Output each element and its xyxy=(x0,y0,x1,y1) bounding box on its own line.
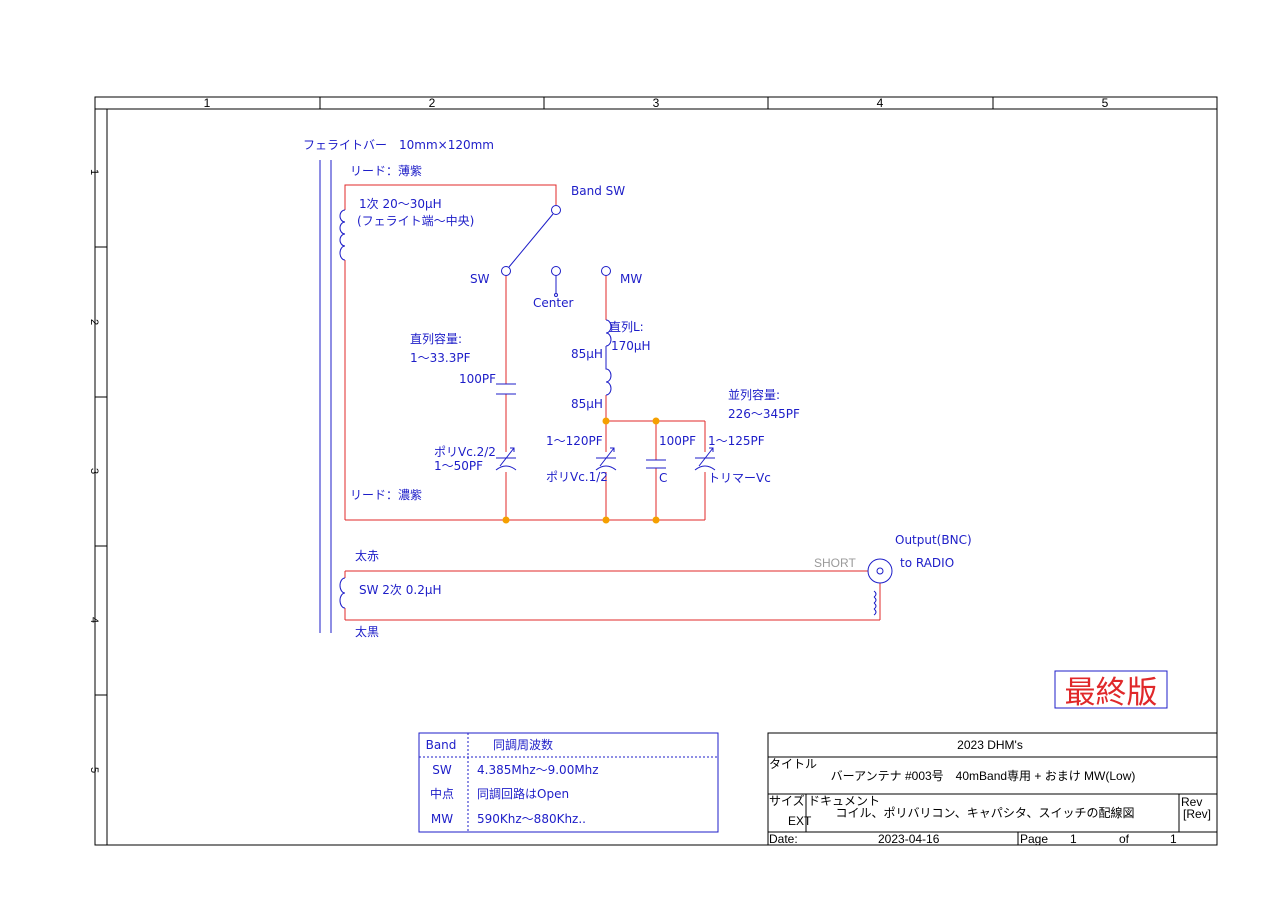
capacitor-100pf-label: 100PF xyxy=(459,372,496,386)
bnc-connector xyxy=(867,558,893,616)
lead-light-purple-label: リード：薄紫 xyxy=(350,163,422,178)
rev-value: [Rev] xyxy=(1183,807,1211,821)
lead-dark-purple-label: リード：濃紫 xyxy=(350,488,422,502)
polyvc-2-2-label: ポリVc.2/2 xyxy=(434,445,496,459)
size-label: サイズ xyxy=(769,793,805,808)
table-cell-frequency: 4.385Mhz～9.00Mhz xyxy=(477,763,599,777)
rev-label: Rev xyxy=(1181,795,1202,809)
center-terminal-label: Center xyxy=(533,296,573,310)
inductor-170uh-label: 170μH xyxy=(611,339,651,353)
size-value: EXT xyxy=(788,814,812,828)
ferrite-bar-label: フェライトバー 10mm×120mm xyxy=(303,138,494,152)
table-cell-frequency: 同調回路はOpen xyxy=(477,786,569,801)
secondary-coil-label: SW 2次 0.2μH xyxy=(359,583,442,597)
table-cell-frequency: 590Khz～880Khz.. xyxy=(477,812,586,826)
of-label: of xyxy=(1119,832,1130,846)
column-markers: 1 2 3 4 5 xyxy=(204,96,1109,110)
switch-common-terminal xyxy=(551,205,561,215)
series-capacitor-100pf xyxy=(496,383,516,395)
switch-mw-terminal xyxy=(601,266,611,276)
date-value: 2023-04-16 xyxy=(878,832,940,846)
drawing-frame xyxy=(94,96,1218,846)
switch-center-terminal xyxy=(551,266,561,276)
primary-coil-label: 1次 20～30μH xyxy=(359,197,442,211)
secondary-wiring xyxy=(344,570,881,621)
secondary-coil xyxy=(339,577,346,609)
trimmer-capacitor xyxy=(694,447,716,471)
column-marker: 3 xyxy=(653,96,660,110)
thick-black-label: 太黒 xyxy=(355,624,379,639)
inductor-85uh-label: 85μH xyxy=(571,397,603,411)
row-marker: 1 xyxy=(88,169,100,175)
page-value: 1 xyxy=(1070,832,1077,846)
row-markers: 1 2 3 4 5 xyxy=(88,169,100,773)
junction-dot xyxy=(602,516,610,524)
series-capacity-label: 直列容量: xyxy=(410,331,462,346)
band-sw-label: Band SW xyxy=(571,184,625,198)
row-marker: 5 xyxy=(88,767,100,773)
short-label: SHORT xyxy=(814,556,856,570)
of-value: 1 xyxy=(1170,832,1177,846)
junction-dot xyxy=(652,417,660,425)
page-label: Page xyxy=(1020,832,1048,846)
series-inductor xyxy=(605,319,612,396)
polyvaricon-1-2 xyxy=(595,447,617,471)
table-header-band: Band xyxy=(426,738,457,752)
mw-terminal-label: MW xyxy=(620,272,642,286)
series-capacity-range: 1～33.3PF xyxy=(410,351,471,365)
capacitor-c-value: 100PF xyxy=(659,434,696,448)
title-label: タイトル xyxy=(769,757,817,771)
series-inductor-label: 直列L: xyxy=(609,320,644,334)
row-marker: 4 xyxy=(88,617,100,623)
fixed-capacitor-c xyxy=(646,459,666,469)
table-cell-band: SW xyxy=(432,763,452,777)
band-table: Band 同調周波数 SW 4.385Mhz～9.00Mhz 中点 同調回路はO… xyxy=(418,732,719,833)
ferrite-bar xyxy=(319,160,332,633)
component-labels: フェライトバー 10mm×120mm リード：薄紫 Band SW 1次 20～… xyxy=(303,138,972,639)
junction-dot xyxy=(602,417,610,425)
trimmer-label: トリマーVc xyxy=(708,471,771,485)
primary-coil xyxy=(339,209,346,261)
primary-wiring xyxy=(344,184,706,521)
company-name: 2023 DHM's xyxy=(957,738,1023,752)
switch-sw-terminal xyxy=(501,266,511,276)
inductor-85uh-label: 85μH xyxy=(571,347,603,361)
sw-terminal-label: SW xyxy=(470,272,490,286)
capacitor-c-label: C xyxy=(659,471,667,485)
column-marker: 5 xyxy=(1102,96,1109,110)
polyvc-1-2-range: 1～120PF xyxy=(546,434,603,448)
polyvc-1-2-label: ポリVc.1/2 xyxy=(546,470,608,484)
date-label: Date: xyxy=(769,832,798,846)
document-title: コイル、ポリバリコン、キャパシタ、スイッチの配線図 xyxy=(836,805,1135,820)
output-label: Output(BNC) xyxy=(895,533,972,547)
row-marker: 2 xyxy=(88,319,100,325)
band-switch xyxy=(501,205,611,297)
junction-dot xyxy=(652,516,660,524)
primary-coil-note: (フェライト端～中央) xyxy=(357,213,474,228)
junction-dot xyxy=(502,516,510,524)
parallel-capacity-label: 並列容量: xyxy=(728,387,780,402)
drawing-title: バーアンテナ #003号 40mBand専用 + おまけ MW(Low) xyxy=(831,769,1136,783)
table-header-frequency: 同調周波数 xyxy=(493,737,553,752)
polyvaricon-2-2 xyxy=(495,447,517,471)
trimmer-range: 1～125PF xyxy=(708,434,765,448)
switch-lever xyxy=(508,213,554,268)
column-marker: 1 xyxy=(204,96,211,110)
document-label: ドキュメント xyxy=(808,794,880,808)
table-cell-band: MW xyxy=(431,812,453,826)
row-marker: 3 xyxy=(88,468,100,474)
column-marker: 2 xyxy=(429,96,436,110)
to-radio-label: to RADIO xyxy=(900,556,954,570)
polyvc-2-2-range: 1～50PF xyxy=(434,459,483,473)
final-version-text: 最終版 xyxy=(1065,675,1158,711)
junction-dots xyxy=(502,417,660,524)
column-marker: 4 xyxy=(877,96,884,110)
thick-red-label: 太赤 xyxy=(355,548,379,563)
table-cell-band: 中点 xyxy=(430,786,454,801)
final-version-stamp: 最終版 xyxy=(1054,670,1168,711)
title-block: 2023 DHM's タイトル バーアンテナ #003号 40mBand専用 +… xyxy=(767,732,1218,846)
parallel-capacity-range: 226～345PF xyxy=(728,407,800,421)
